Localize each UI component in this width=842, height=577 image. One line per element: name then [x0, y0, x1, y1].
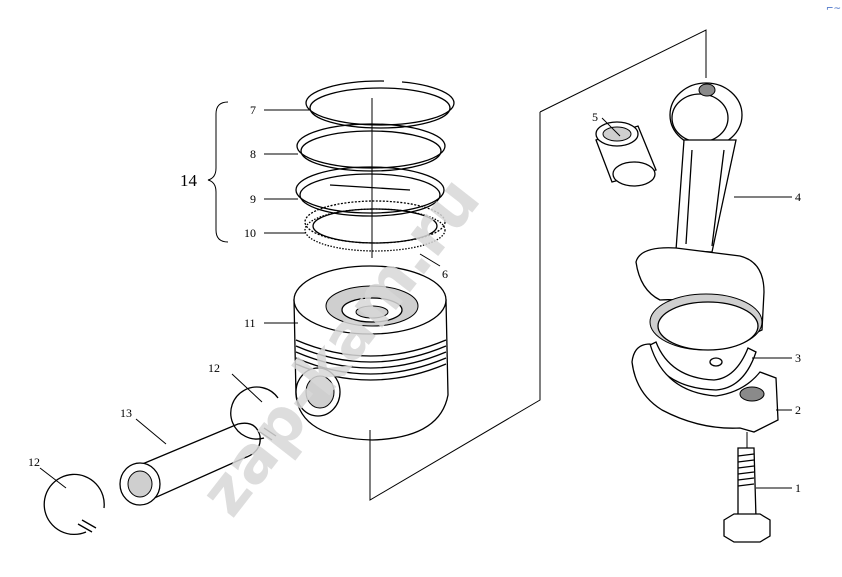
piston-ring-9 [295, 166, 445, 217]
callout-5: 5 [592, 110, 598, 124]
callout-3: 3 [795, 351, 801, 365]
callout-13: 13 [120, 406, 132, 420]
connecting-rod-4 [635, 82, 765, 351]
piston-11 [293, 265, 449, 441]
piston-ring-10-oil [304, 200, 446, 252]
callout-12-upper: 12 [208, 361, 220, 375]
piston-ring-8 [296, 123, 446, 172]
connecting-rod-cap-2 [631, 343, 779, 433]
circlip-12-lower [43, 473, 105, 536]
callout-10: 10 [244, 226, 256, 240]
corner-mark: ⌐~ [826, 4, 841, 14]
callout-12-lower: 12 [28, 455, 40, 469]
group-14-label: 14 [180, 171, 198, 190]
callout-9: 9 [250, 192, 256, 206]
piston-pin-13 [119, 422, 261, 506]
callout-leaders [39, 109, 792, 489]
callout-7: 7 [250, 103, 256, 117]
small-end-bushing-5 [595, 121, 657, 187]
bearing-shell-3 [647, 341, 757, 391]
callout-8: 8 [250, 147, 256, 161]
callout-1: 1 [795, 481, 801, 495]
callout-2: 2 [795, 403, 801, 417]
watermark: zap-kam.ru [186, 164, 495, 530]
group-14-bracket [207, 101, 229, 243]
callout-11: 11 [244, 316, 256, 330]
rod-bolt-1 [723, 432, 771, 543]
circlip-12-upper [230, 386, 279, 441]
callout-6: 6 [442, 267, 448, 281]
callout-4: 4 [795, 190, 801, 204]
piston-ring-7 [305, 78, 455, 129]
